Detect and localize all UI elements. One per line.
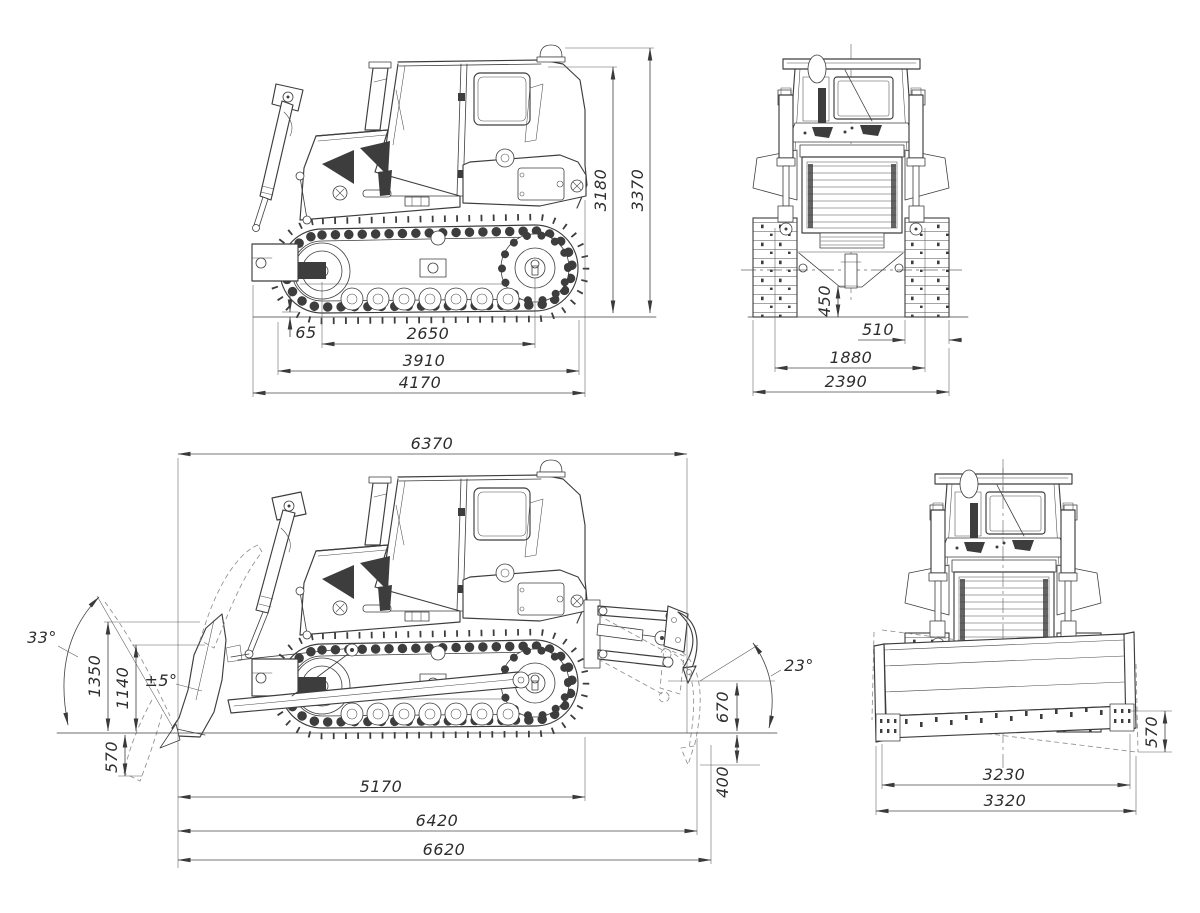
- dim-label-570-side: 570: [102, 741, 121, 773]
- dim-label-65: 65: [295, 323, 316, 342]
- dim-overall-length-max: 6620: [177, 745, 712, 864]
- dim-track-length: 3910: [277, 320, 580, 375]
- dim-label-3910: 3910: [403, 351, 446, 370]
- dim-label-3230: 3230: [983, 765, 1026, 784]
- dim-overall-height: 3370: [565, 47, 654, 314]
- dozer-blade: [159, 613, 243, 749]
- dim-track-gauge: 1880: [774, 228, 926, 372]
- dim-label-1350: 1350: [85, 655, 104, 698]
- dim-label-2650: 2650: [407, 324, 450, 343]
- dim-label-670: 670: [713, 691, 732, 723]
- dim-grouser-height: 65: [282, 292, 316, 342]
- blade-corner-block: [875, 713, 901, 742]
- dim-label-3180: 3180: [591, 169, 610, 212]
- dim-blade-width-straight: 3230: [881, 734, 1131, 789]
- dim-overall-width: 2390: [752, 320, 950, 396]
- dim-label-6370: 6370: [411, 434, 454, 453]
- dim-ripper-dig-depth: 400: [700, 734, 760, 798]
- ripper-ghost-lowered: [597, 614, 701, 766]
- dim-label-400: 400: [713, 766, 732, 798]
- dim-wheelbase: 2650: [321, 278, 536, 348]
- dim-label-570-front: 570: [1142, 716, 1161, 748]
- push-frame: [227, 643, 530, 714]
- dim-length-blade-to-rear: 5170: [177, 737, 586, 801]
- dim-label-3370: 3370: [628, 169, 647, 212]
- dim-label-pm5deg: ±5°: [144, 671, 177, 690]
- dim-ground-clearance: 450: [815, 285, 858, 318]
- dim-label-2390: 2390: [825, 372, 868, 391]
- view-side-tractor: 65 2650 3910 4170 3180 3370: [252, 45, 657, 397]
- blade-lift-cylinder: [230, 491, 307, 659]
- dim-label-510: 510: [862, 320, 894, 339]
- dim-length-with-ripper: 6420: [177, 738, 698, 835]
- dim-label-450: 450: [815, 285, 834, 317]
- dim-overall-length: 4170: [252, 200, 586, 397]
- dim-ripper-angle: 23°: [668, 642, 814, 729]
- view-front-tractor: 450 510 1880 2390: [740, 43, 969, 396]
- cutting-edge-bolts: [905, 707, 1103, 727]
- blade-lift-cylinder: [252, 83, 304, 232]
- dim-blade-width-overall: 3320: [875, 746, 1137, 815]
- dim-label-4170: 4170: [399, 373, 442, 392]
- view-side-equipped: 6370 33° 1350 1140 ±5° 570: [27, 434, 814, 868]
- dim-label-6620: 6620: [423, 840, 466, 859]
- blade-ghost-raised: [104, 544, 263, 717]
- dim-ripper-lift-height: 670: [713, 682, 740, 732]
- dim-label-23deg: 23°: [784, 656, 814, 675]
- dim-transport-length: 6370: [177, 434, 688, 868]
- dim-label-1880: 1880: [830, 348, 873, 367]
- blade-ghost-lowered: [123, 699, 164, 782]
- dim-label-33deg: 33°: [27, 628, 57, 647]
- dim-label-1140: 1140: [113, 667, 132, 710]
- dim-label-6420: 6420: [416, 811, 459, 830]
- dozer-blade-front: [873, 631, 1137, 743]
- dim-shoe-width: 510: [858, 320, 962, 344]
- dim-blade-lift-height: 1350: [85, 621, 200, 732]
- dim-cab-height: 3180: [548, 66, 617, 314]
- dim-label-5170: 5170: [360, 777, 403, 796]
- view-front-equipped: 570 3230 3320: [871, 458, 1172, 815]
- dim-blade-lift-front: 570: [1130, 710, 1172, 753]
- dim-blade-tilt-angle: ±5°: [144, 671, 203, 692]
- dim-blade-height: 1140: [113, 644, 205, 732]
- blade-corner-block: [1109, 703, 1135, 732]
- dim-blade-dig-depth: 570: [102, 734, 142, 777]
- ripper: [583, 599, 698, 684]
- dim-label-3320: 3320: [984, 791, 1027, 810]
